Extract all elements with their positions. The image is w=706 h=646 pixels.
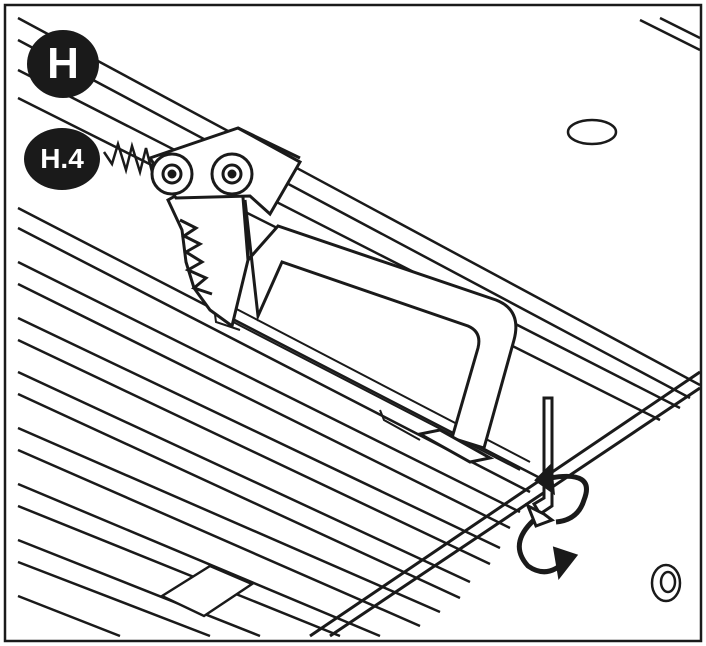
mounting-hole	[566, 118, 618, 146]
image-border	[3, 3, 703, 643]
allen-key-icon	[525, 396, 556, 528]
substep-badge-label: H.4	[40, 143, 84, 174]
tray-top-rails	[17, 16, 701, 422]
step-badge-label: H	[47, 39, 79, 88]
u-bracket	[243, 199, 518, 464]
rotate-arrows-icon	[516, 462, 589, 581]
tray-slats	[17, 206, 541, 638]
substep-badge: H.4	[24, 128, 100, 190]
hinge-bolts	[150, 152, 254, 196]
tray-front-edge	[309, 370, 701, 638]
rubber-foot	[650, 563, 682, 603]
tray-flap	[159, 564, 255, 618]
spring-icon	[102, 139, 154, 177]
step-badge: H	[27, 30, 99, 98]
